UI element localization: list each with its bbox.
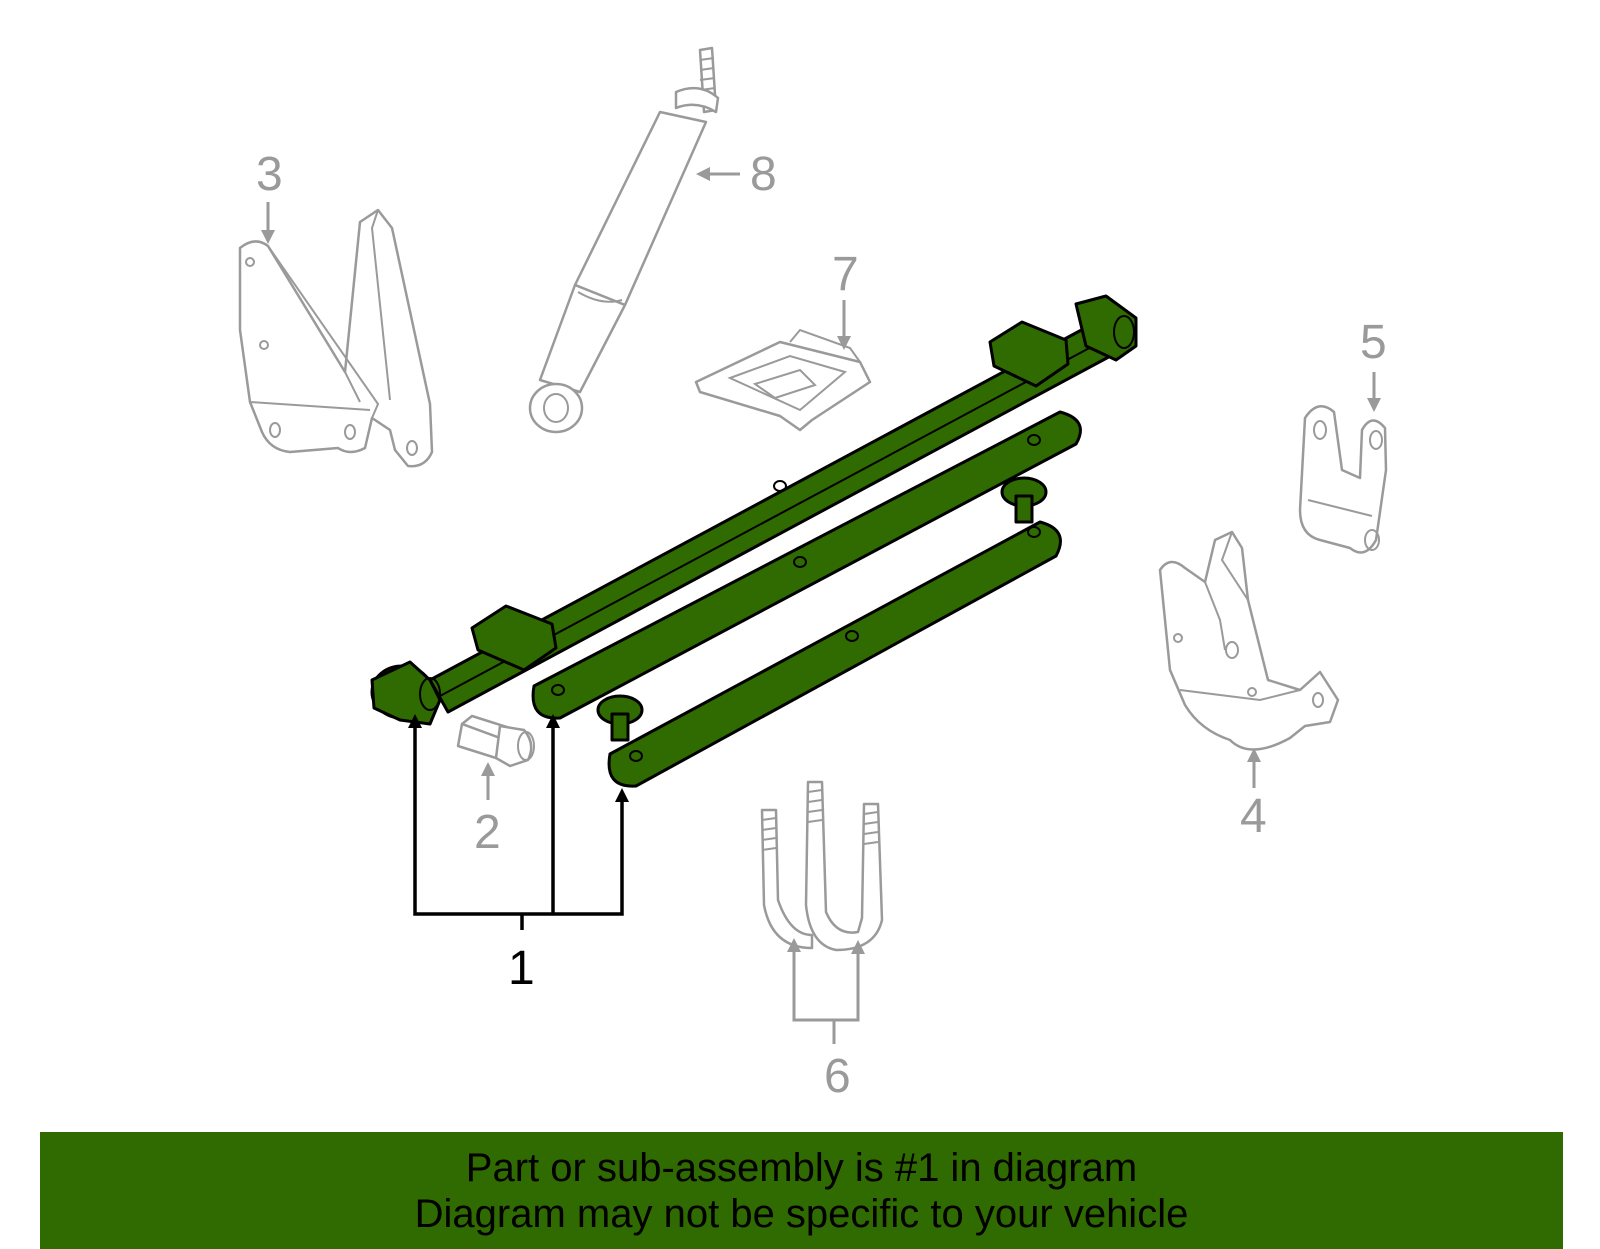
callout-label-4: 4 [1240,790,1267,843]
callout-label-8: 8 [750,148,777,201]
callout-8: 8 [696,148,777,201]
leaf-spring-assembly-part-1 [370,294,1138,788]
bushing-part-2 [456,714,535,768]
callout-3: 3 [256,148,283,244]
shock-absorber-part-8 [528,46,720,434]
banner-line-2: Diagram may not be specific to your vehi… [414,1191,1189,1236]
spring-shackle-part-5 [1298,405,1388,554]
callout-label-3: 3 [256,148,283,201]
part-info-banner: Part or sub-assembly is #1 in diagram Di… [40,1132,1563,1249]
callout-6: 6 [787,938,865,1103]
callout-5: 5 [1360,316,1387,412]
callout-label-5: 5 [1360,316,1387,369]
callout-label-2: 2 [474,806,501,859]
spring-hanger-bracket-part-3 [238,208,434,468]
rear-spring-hanger-part-4 [1158,530,1340,751]
callout-label-7: 7 [832,248,859,301]
callout-7: 7 [832,248,859,350]
u-bolts-part-6 [760,780,884,952]
callout-label-6: 6 [824,1050,851,1103]
callout-2: 2 [474,762,501,859]
spring-plate-part-7 [694,328,872,432]
callout-label-1: 1 [508,942,535,995]
banner-line-1: Part or sub-assembly is #1 in diagram [465,1145,1138,1190]
callout-1: 1 [408,714,629,995]
callout-4: 4 [1240,748,1267,843]
